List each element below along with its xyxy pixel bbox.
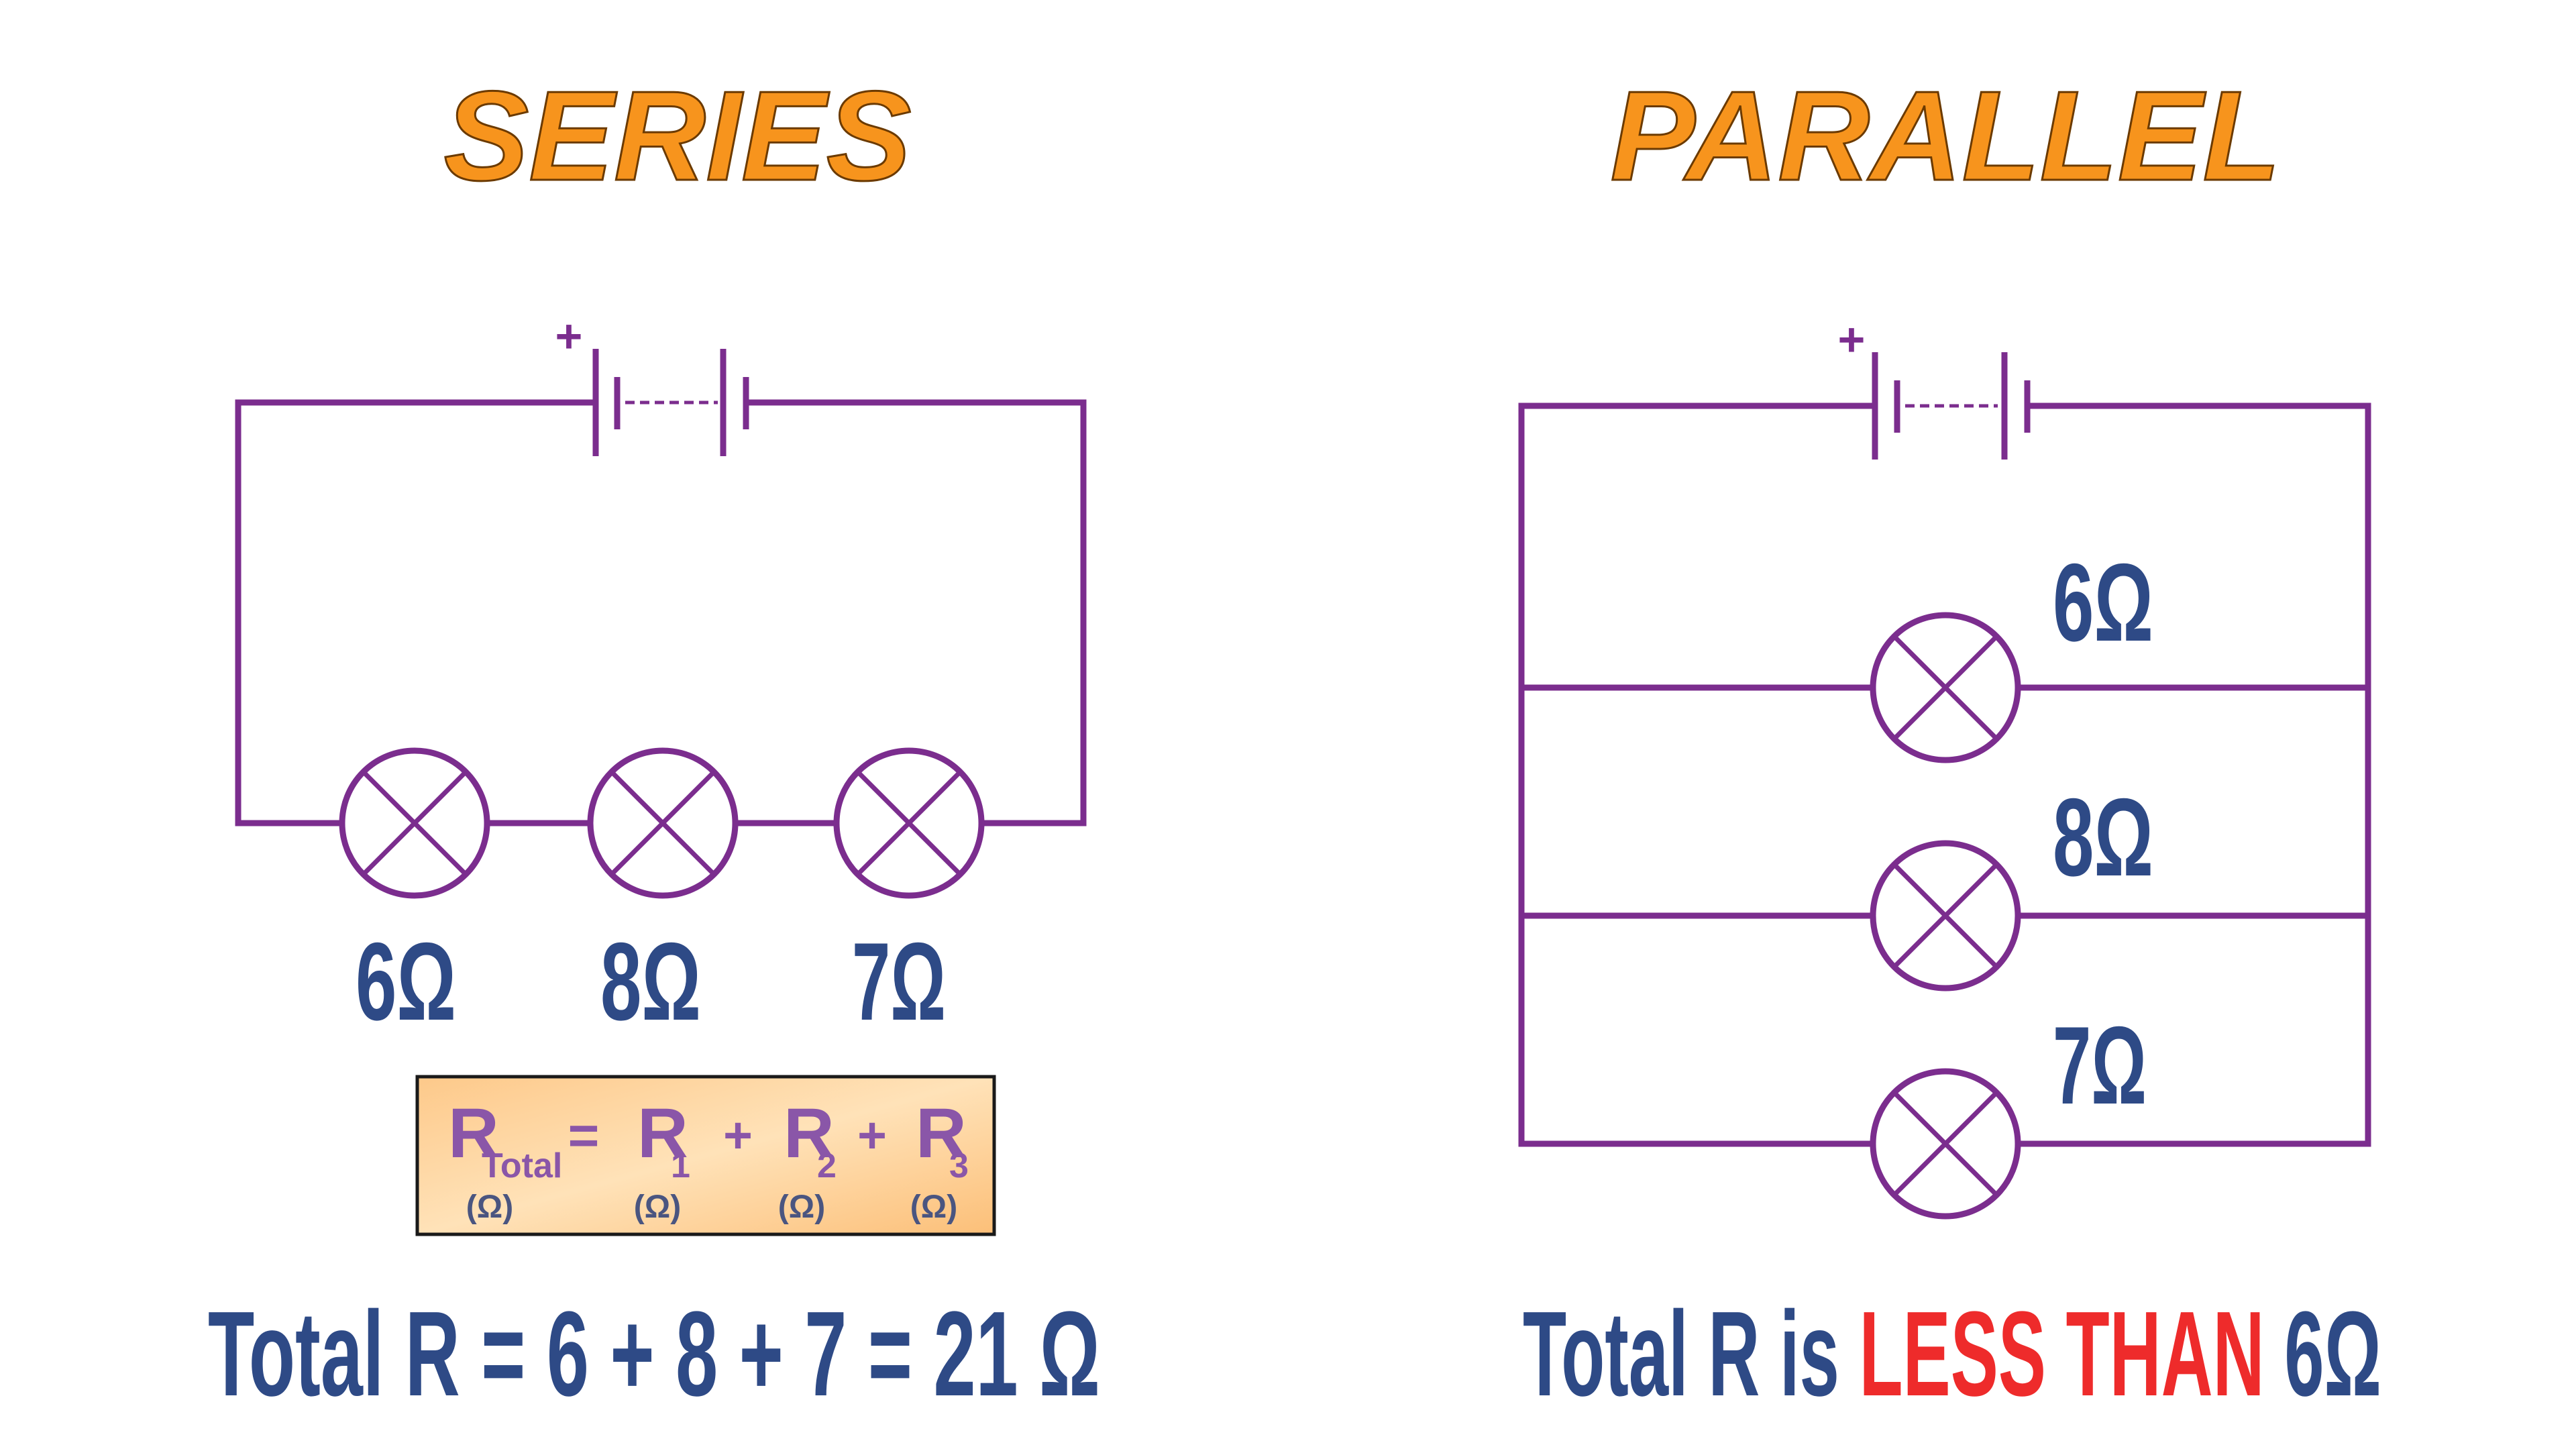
formula-unit-r2: (Ω): [778, 1189, 825, 1225]
series-circuit: +: [235, 310, 1087, 899]
parallel-result-prefix: Total R is: [1523, 1287, 1859, 1421]
formula-r3: R: [916, 1094, 967, 1173]
formula-plus-1: +: [723, 1107, 753, 1163]
series-lamp-2: [587, 747, 739, 899]
series-result: Total R = 6 + 8 + 7 = 21 Ω: [208, 1287, 1100, 1421]
series-battery-plus: +: [555, 310, 583, 362]
series-lamp-3-label: 7Ω: [852, 920, 946, 1043]
parallel-result: Total R is LESS THAN 6Ω: [1523, 1287, 2381, 1421]
formula-unit-r3: (Ω): [910, 1189, 957, 1225]
formula-r3-sub: 3: [949, 1146, 969, 1185]
parallel-title: PARALLEL: [1610, 65, 2280, 207]
formula-r1: R: [637, 1094, 688, 1173]
parallel-result-suffix: 6Ω: [2265, 1287, 2381, 1421]
parallel-battery: [1872, 352, 2031, 460]
parallel-lamp-2: [1870, 840, 2021, 991]
parallel-wire-top-right: [2024, 402, 2371, 1144]
parallel-lamp-1-label: 6Ω: [2053, 541, 2153, 664]
formula-r-total-sub: Total: [482, 1146, 562, 1185]
parallel-result-highlight: LESS THAN: [1859, 1287, 2264, 1421]
formula-r2-sub: 2: [817, 1146, 837, 1185]
series-lamp-2-label: 8Ω: [600, 920, 701, 1043]
formula-r1-sub: 1: [671, 1146, 690, 1185]
series-title: SERIES: [444, 65, 912, 207]
parallel-lamp-2-label: 8Ω: [2053, 775, 2153, 899]
series-formula-box: R Total = R 1 + R 2 + R 3 (Ω) (Ω) (Ω) (Ω…: [415, 1075, 996, 1236]
series-lamp-1: [339, 747, 490, 899]
parallel-lamp-1: [1870, 612, 2021, 763]
series-lamp-3: [833, 747, 985, 899]
formula-r-total: R: [448, 1094, 499, 1173]
formula-r2: R: [784, 1094, 835, 1173]
formula-unit-r1: (Ω): [634, 1189, 681, 1225]
parallel-lamp-3-label: 7Ω: [2053, 1004, 2147, 1127]
series-wire-right: [743, 399, 1087, 826]
series-battery: [592, 349, 749, 456]
parallel-lamp-3: [1870, 1068, 2021, 1220]
parallel-battery-plus: +: [1838, 313, 1866, 366]
series-wire-left: [235, 399, 599, 826]
formula-unit-total: (Ω): [466, 1189, 513, 1225]
parallel-wire-top-left: [1518, 402, 1878, 1144]
formula-plus-2: +: [857, 1107, 887, 1163]
formula-equals: =: [568, 1106, 600, 1165]
parallel-circuit: +: [1518, 313, 2371, 1220]
series-lamp-1-label: 6Ω: [356, 920, 456, 1043]
